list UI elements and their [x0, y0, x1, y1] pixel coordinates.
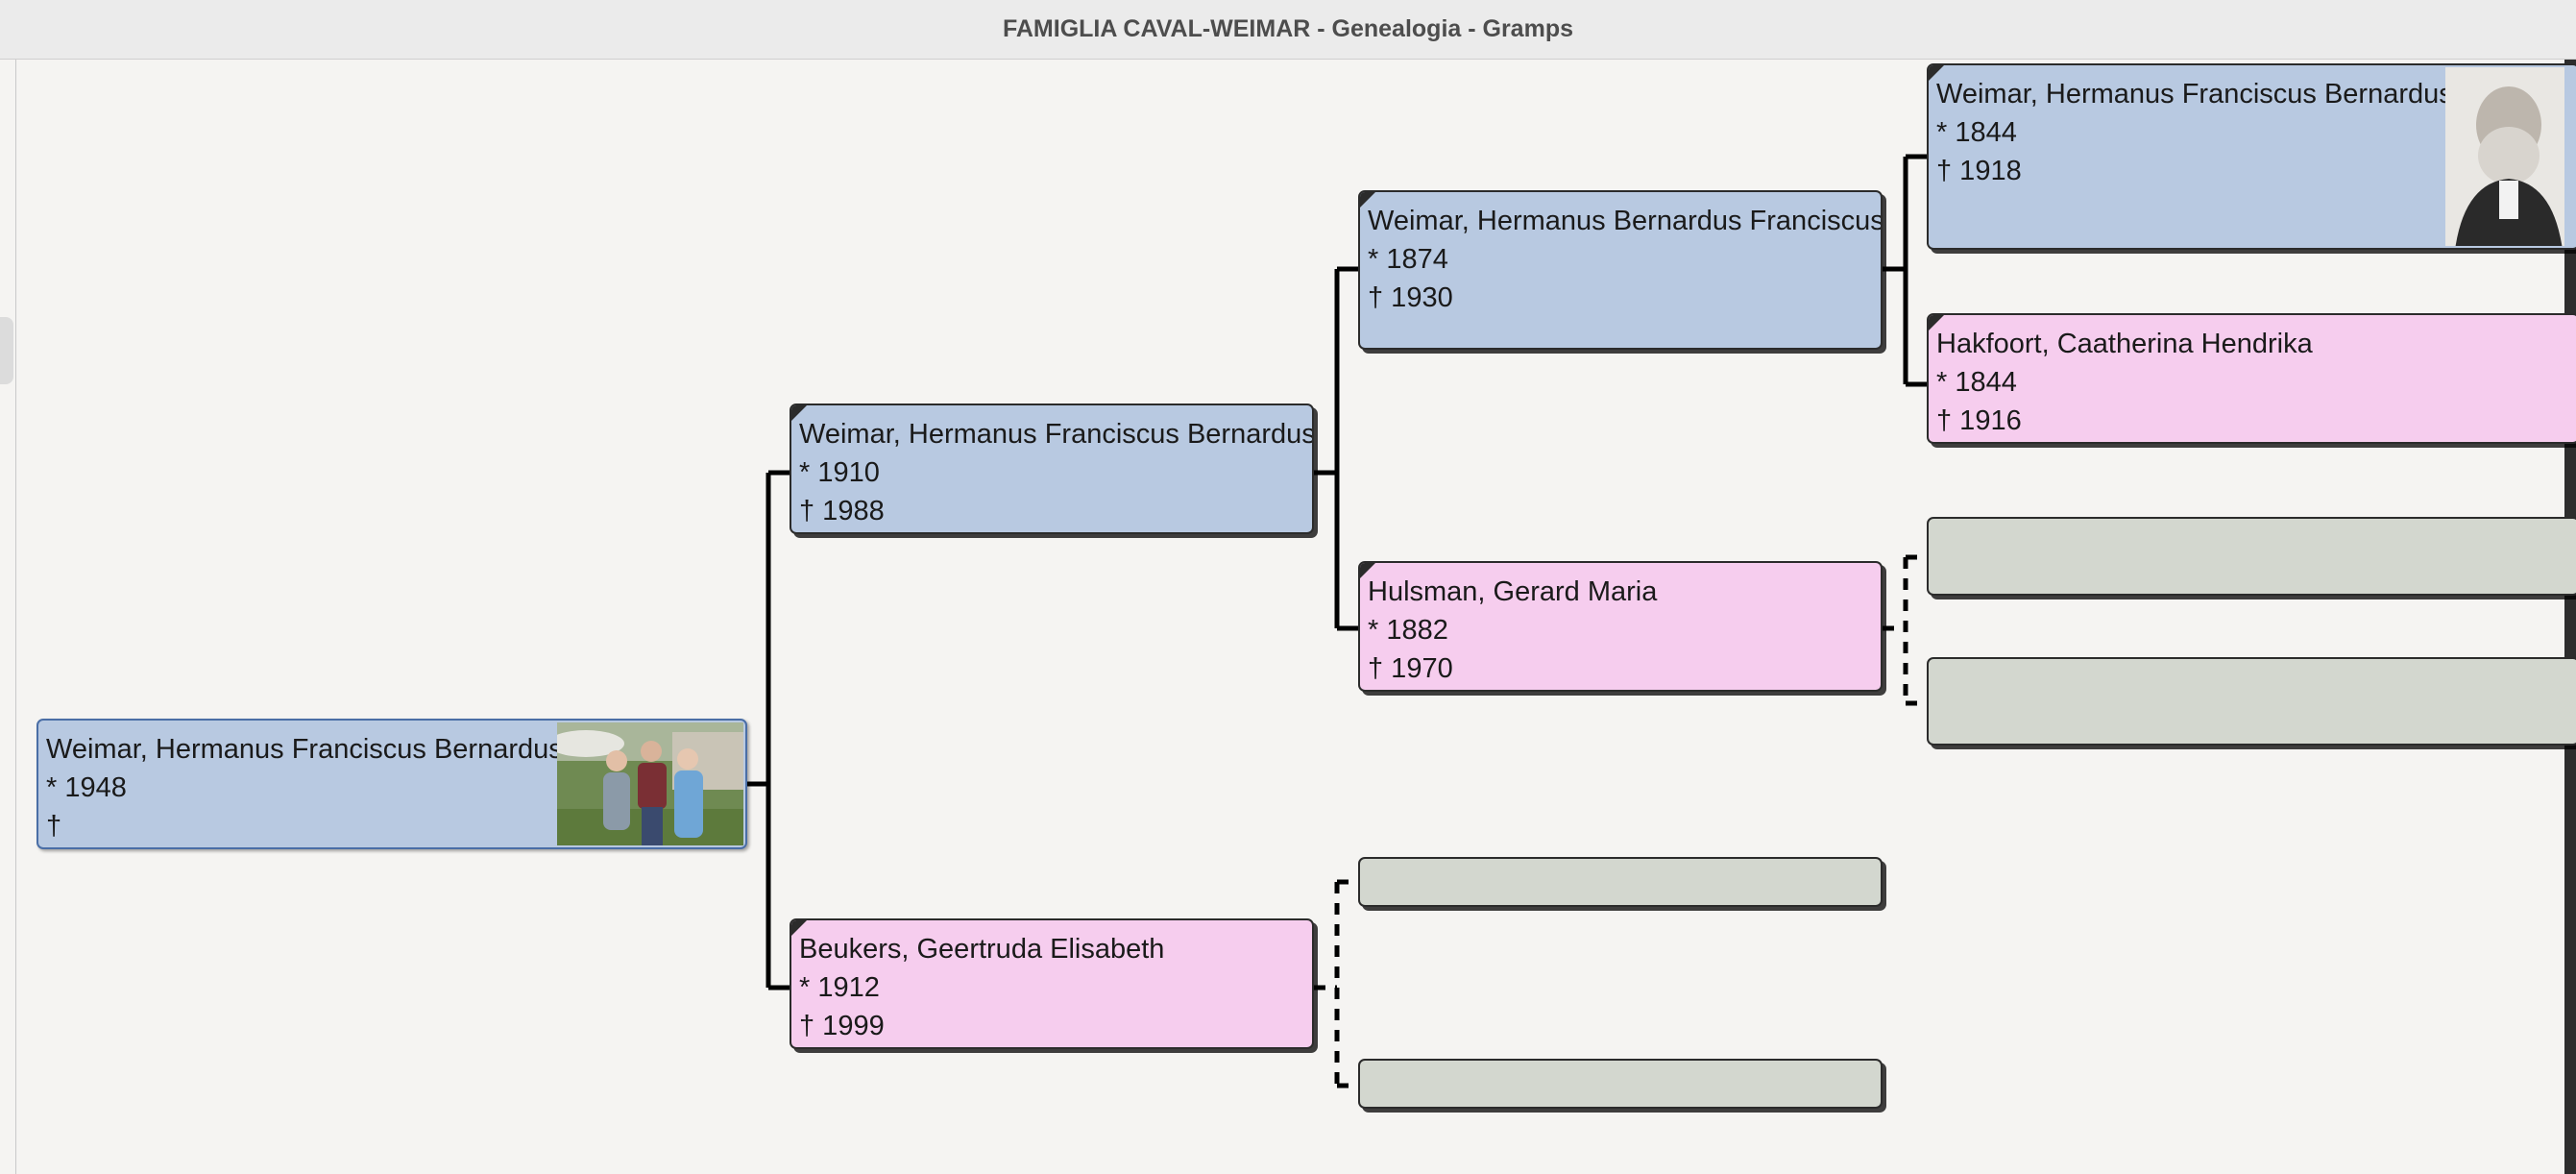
person-death: † 1970: [1368, 653, 1453, 684]
expand-corner-icon: [791, 920, 807, 936]
person-photo: [2445, 67, 2564, 246]
connector-father-parents: [1314, 266, 1358, 631]
empty-box-maternal-grandmother[interactable]: [1358, 1059, 1883, 1109]
person-birth: * 1874: [1368, 244, 1448, 275]
person-box-mother[interactable]: Beukers, Geertruda Elisabeth * 1912 † 19…: [790, 918, 1314, 1049]
person-name: Beukers, Geertruda Elisabeth: [799, 934, 1165, 965]
connector-grandfather-parents: [1883, 154, 1927, 387]
person-death: † 1999: [799, 1011, 885, 1041]
person-birth: * 1844: [1936, 117, 2017, 148]
connector-root-parents: [747, 470, 790, 991]
person-name: Hakfoort, Caatherina Hendrika: [1936, 329, 2313, 359]
person-name: Hulsman, Gerard Maria: [1368, 576, 1658, 607]
expand-corner-icon: [1360, 563, 1375, 578]
empty-box-gg-father[interactable]: [1927, 517, 2576, 596]
window-titlebar: FAMIGLIA CAVAL-WEIMAR - Genealogia - Gra…: [0, 0, 2576, 60]
empty-box-gg-mother[interactable]: [1927, 657, 2576, 746]
person-box-great-grandmother[interactable]: Hakfoort, Caatherina Hendrika * 1844 † 1…: [1927, 313, 2576, 444]
person-box-paternal-grandmother[interactable]: Hulsman, Gerard Maria * 1882 † 1970: [1358, 561, 1883, 692]
person-death: †: [46, 811, 62, 842]
person-birth: * 1910: [799, 457, 880, 488]
person-name: Weimar, Hermanus Bernardus Franciscus: [1368, 206, 1883, 236]
person-death: † 1988: [799, 496, 885, 526]
connector-grandmother-parents: [1883, 554, 1927, 706]
expand-corner-icon: [791, 405, 807, 421]
person-death: † 1930: [1368, 282, 1453, 313]
person-death: † 1918: [1936, 156, 2022, 186]
person-photo: [557, 722, 743, 845]
person-name: Weimar, Hermanus Franciscus Bernardus: [1936, 79, 2453, 110]
expand-corner-icon: [1929, 315, 1944, 330]
expand-corner-icon: [1929, 65, 1944, 81]
person-birth: * 1882: [1368, 615, 1448, 646]
sidebar-resize-handle[interactable]: [0, 317, 13, 384]
pedigree-connectors: [747, 154, 1927, 1088]
sidebar-edge: [0, 60, 16, 1174]
person-birth: * 1844: [1936, 367, 2017, 398]
person-name: Weimar, Hermanus Franciscus Bernardus: [46, 734, 563, 765]
person-birth: * 1948: [46, 772, 127, 803]
pedigree-canvas: Weimar, Hermanus Franciscus Bernardus * …: [15, 60, 2576, 1174]
person-box-paternal-grandfather[interactable]: Weimar, Hermanus Bernardus Franciscus * …: [1358, 190, 1883, 350]
expand-corner-icon: [1360, 192, 1375, 208]
person-birth: * 1912: [799, 972, 880, 1003]
person-box-father[interactable]: Weimar, Hermanus Franciscus Bernardus * …: [790, 404, 1314, 534]
person-death: † 1916: [1936, 405, 2022, 436]
person-name: Weimar, Hermanus Franciscus Bernardus: [799, 419, 1314, 450]
person-box-root[interactable]: Weimar, Hermanus Franciscus Bernardus * …: [36, 719, 747, 849]
person-box-great-grandfather[interactable]: Weimar, Hermanus Franciscus Bernardus * …: [1927, 63, 2576, 250]
connector-mother-parents: [1314, 879, 1358, 1088]
empty-box-maternal-grandfather[interactable]: [1358, 857, 1883, 907]
window-title: FAMIGLIA CAVAL-WEIMAR - Genealogia - Gra…: [1002, 15, 1573, 42]
